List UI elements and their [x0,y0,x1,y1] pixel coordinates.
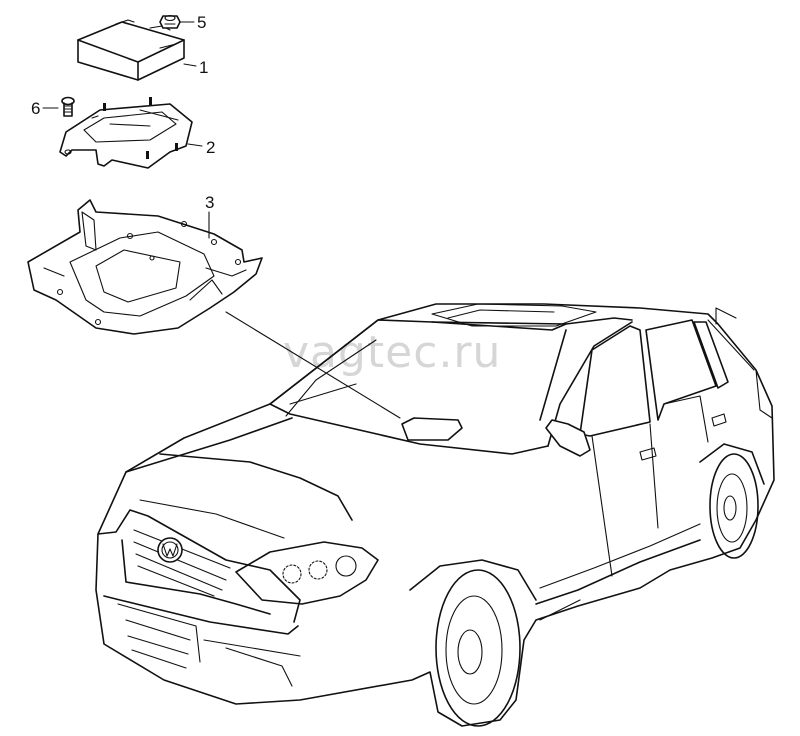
callout-3: 3 [205,193,214,239]
baseplate-part-3 [27,199,263,335]
callout-label-5: 5 [197,13,206,32]
callout-6: 6 [31,99,59,118]
bracket-part-2 [59,97,193,169]
callout-label-1: 1 [199,58,208,77]
watermark-text: vagtec.ru [283,327,501,378]
callout-5: 5 [179,13,206,32]
nut-part-5 [159,14,181,29]
callout-2: 2 [187,138,215,157]
car-illustration [95,303,775,727]
bolt-part-6 [61,96,75,117]
control-unit-part-1 [77,19,185,81]
mount-location-pad [401,417,463,441]
callout-label-2: 2 [206,138,215,157]
callout-1: 1 [183,58,208,77]
install-leader-line [225,311,401,419]
callout-label-3: 3 [205,193,214,212]
callout-label-6: 6 [31,99,40,118]
